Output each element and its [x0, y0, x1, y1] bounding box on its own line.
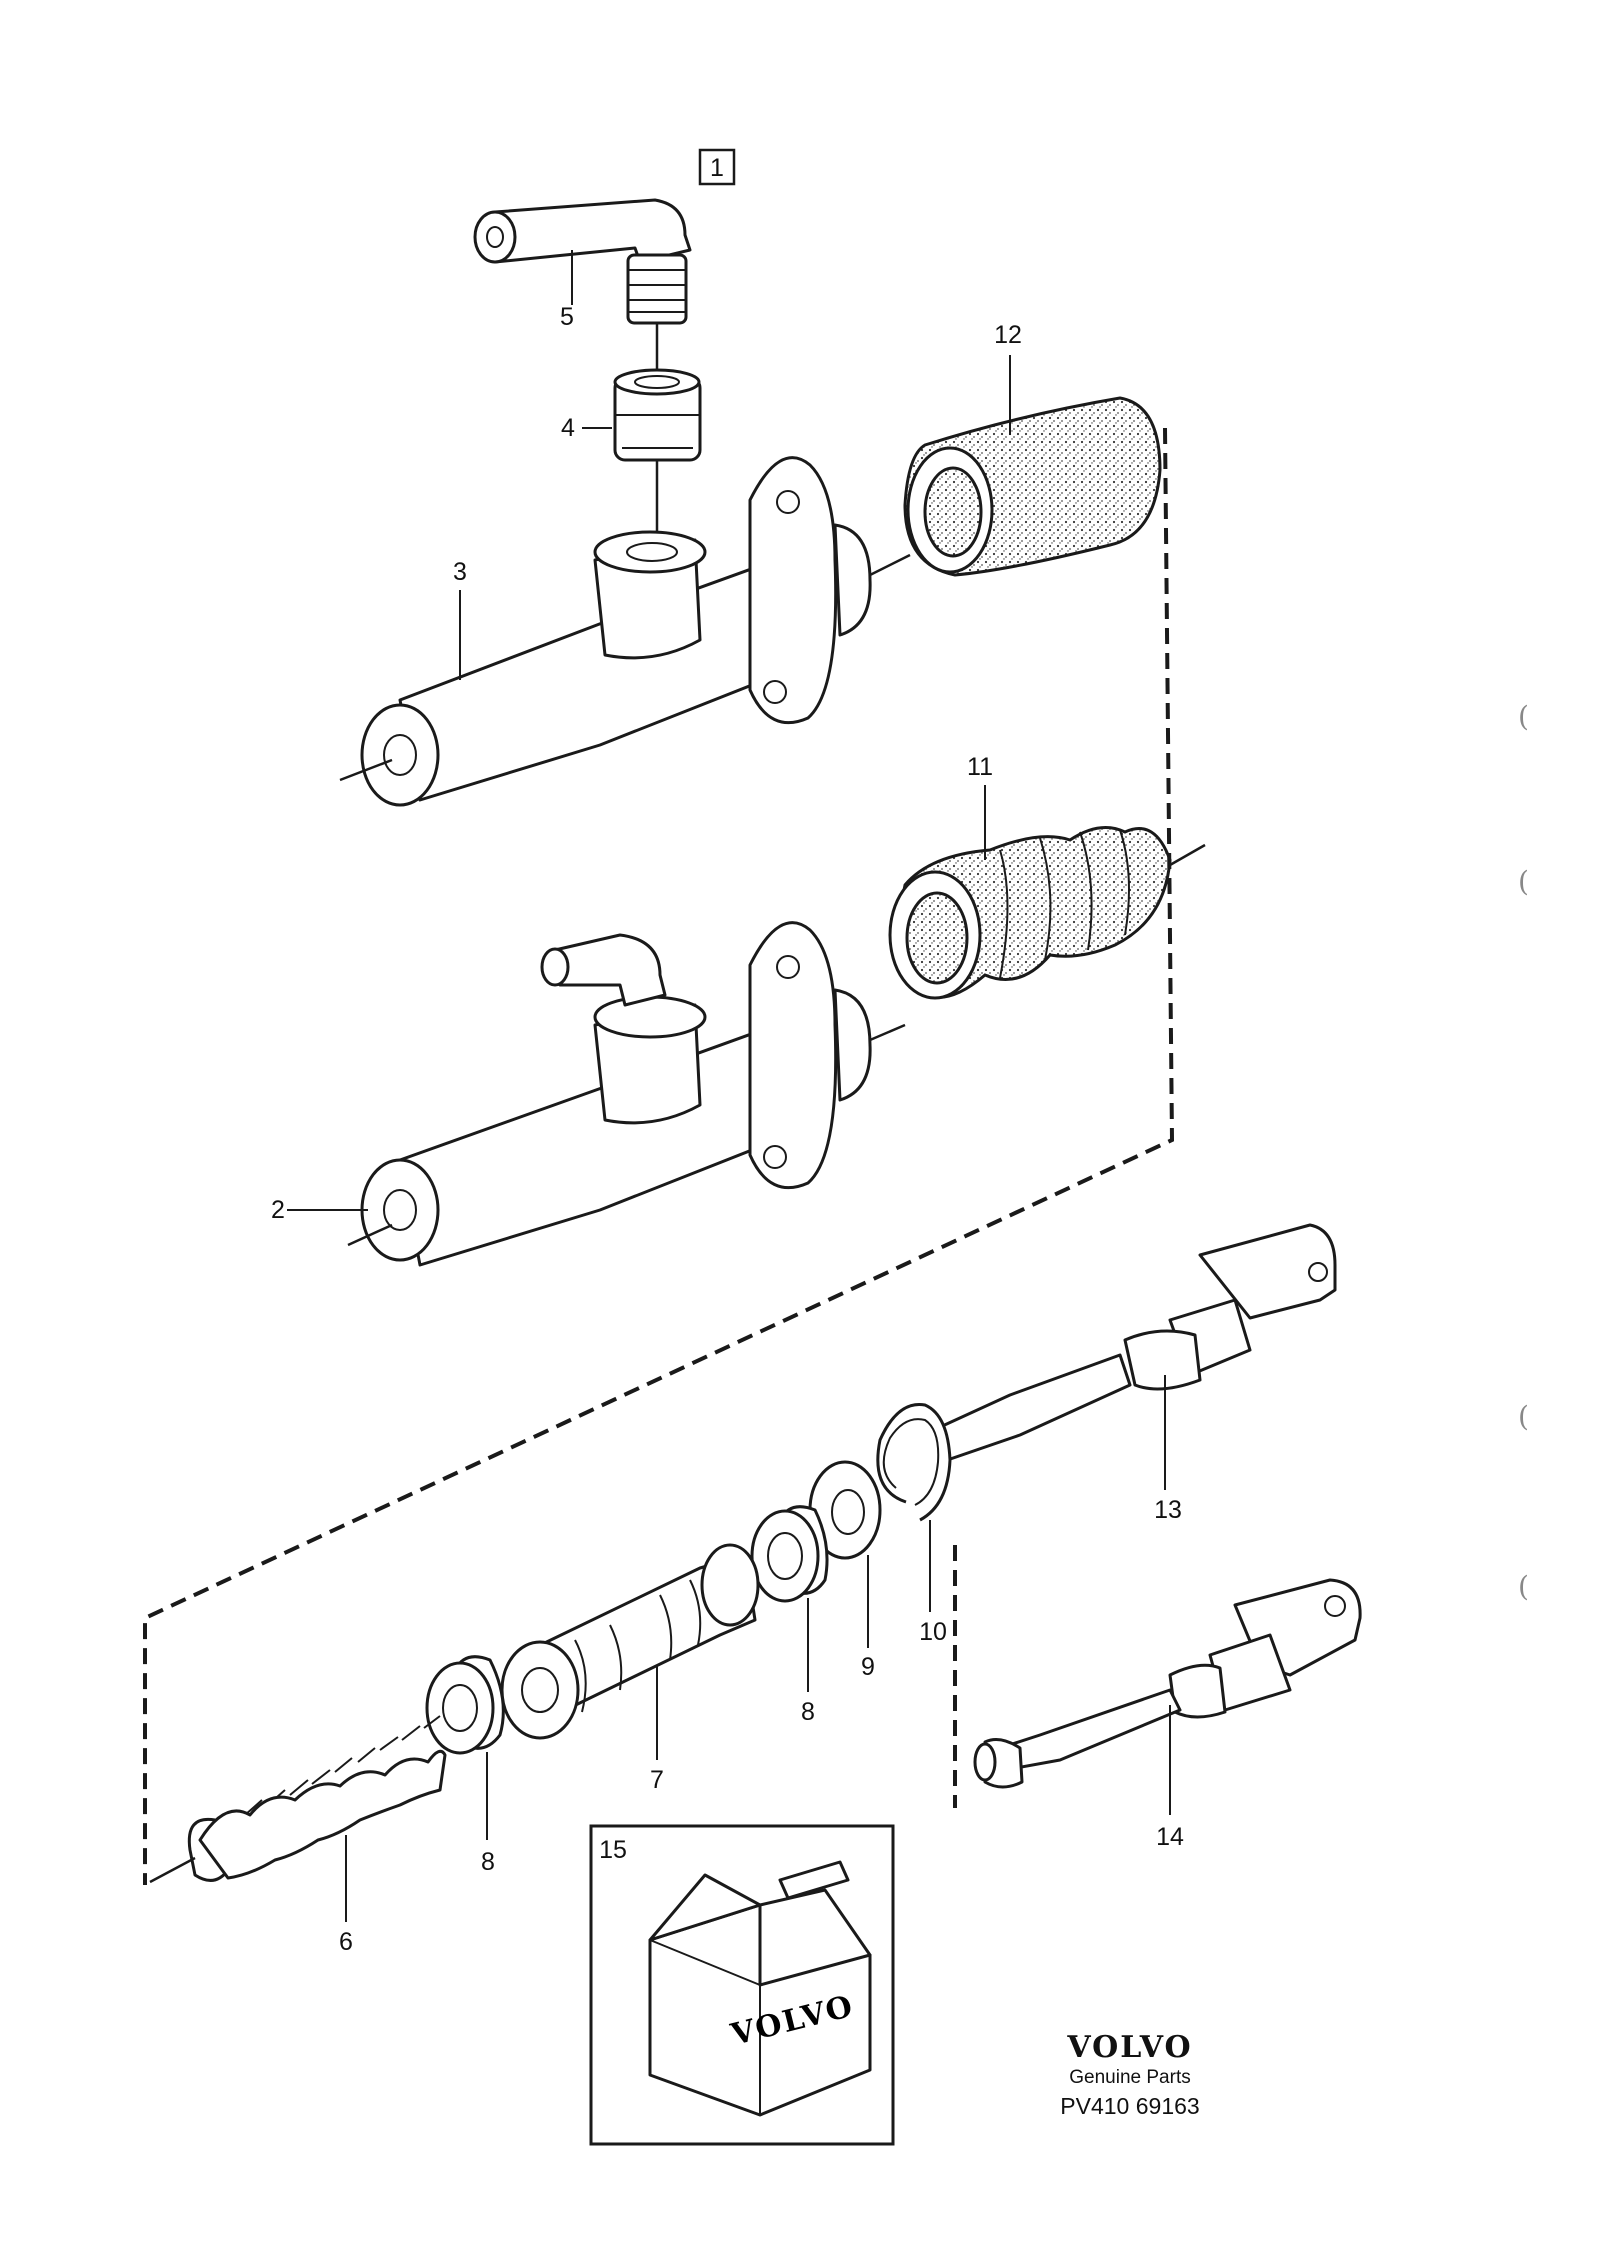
part-2-cylinder — [360, 921, 872, 1267]
label-13: 13 — [1154, 1496, 1182, 1524]
margin-mark: ( — [1518, 700, 1529, 733]
part-8-seal-upper — [750, 1505, 829, 1603]
label-9: 9 — [861, 1653, 875, 1681]
diagram-code: PV410 69163 — [1060, 2093, 1200, 2119]
label-3: 3 — [453, 558, 467, 586]
brand-logo: VOLVO — [1067, 2030, 1193, 2065]
label-5: 5 — [560, 303, 574, 331]
label-14: 14 — [1156, 1823, 1184, 1851]
label-4: 4 — [561, 414, 575, 442]
group-number: 1 — [710, 154, 724, 182]
label-10: 10 — [919, 1618, 947, 1646]
group-number-box: 1 — [698, 148, 736, 186]
part-8-seal-lower — [425, 1655, 505, 1755]
part-11-bellows-boot — [888, 826, 1172, 1000]
part-5-elbow-nipple — [473, 198, 692, 325]
part-15-repair-kit: VOLVO — [589, 1824, 895, 2146]
part-13-push-rod — [884, 1223, 1337, 1480]
label-12: 12 — [994, 321, 1022, 349]
part-9-washer — [808, 1460, 882, 1560]
label-6: 6 — [339, 1928, 353, 1956]
margin-mark: ( — [1518, 865, 1529, 898]
part-6-spring — [187, 1715, 447, 1882]
label-2: 2 — [271, 1196, 285, 1224]
label-8-upper: 8 — [801, 1698, 815, 1726]
part-14-push-rod-alt — [973, 1578, 1362, 1789]
label-11: 11 — [967, 753, 993, 781]
footer: VOLVO Genuine Parts PV410 69163 — [1030, 2030, 1230, 2120]
part-7-piston — [500, 1543, 760, 1740]
label-8-lower: 8 — [481, 1848, 495, 1876]
assembly-bracket — [143, 427, 1175, 1885]
brand-subtitle: Genuine Parts — [1069, 2067, 1191, 2088]
label-7: 7 — [650, 1766, 664, 1794]
part-labels: 5 4 12 3 11 2 13 10 9 8 7 8 6 14 15 — [271, 303, 1184, 1956]
part-4-grommet — [613, 368, 702, 462]
part-10-circlip — [876, 1402, 952, 1522]
leader-lines — [287, 250, 1171, 1922]
part-3-cylinder — [360, 456, 872, 807]
margin-mark: ( — [1518, 1570, 1529, 1603]
label-15: 15 — [599, 1836, 627, 1864]
margin-mark: ( — [1518, 1400, 1529, 1433]
part-12-dust-cover — [903, 396, 1162, 577]
